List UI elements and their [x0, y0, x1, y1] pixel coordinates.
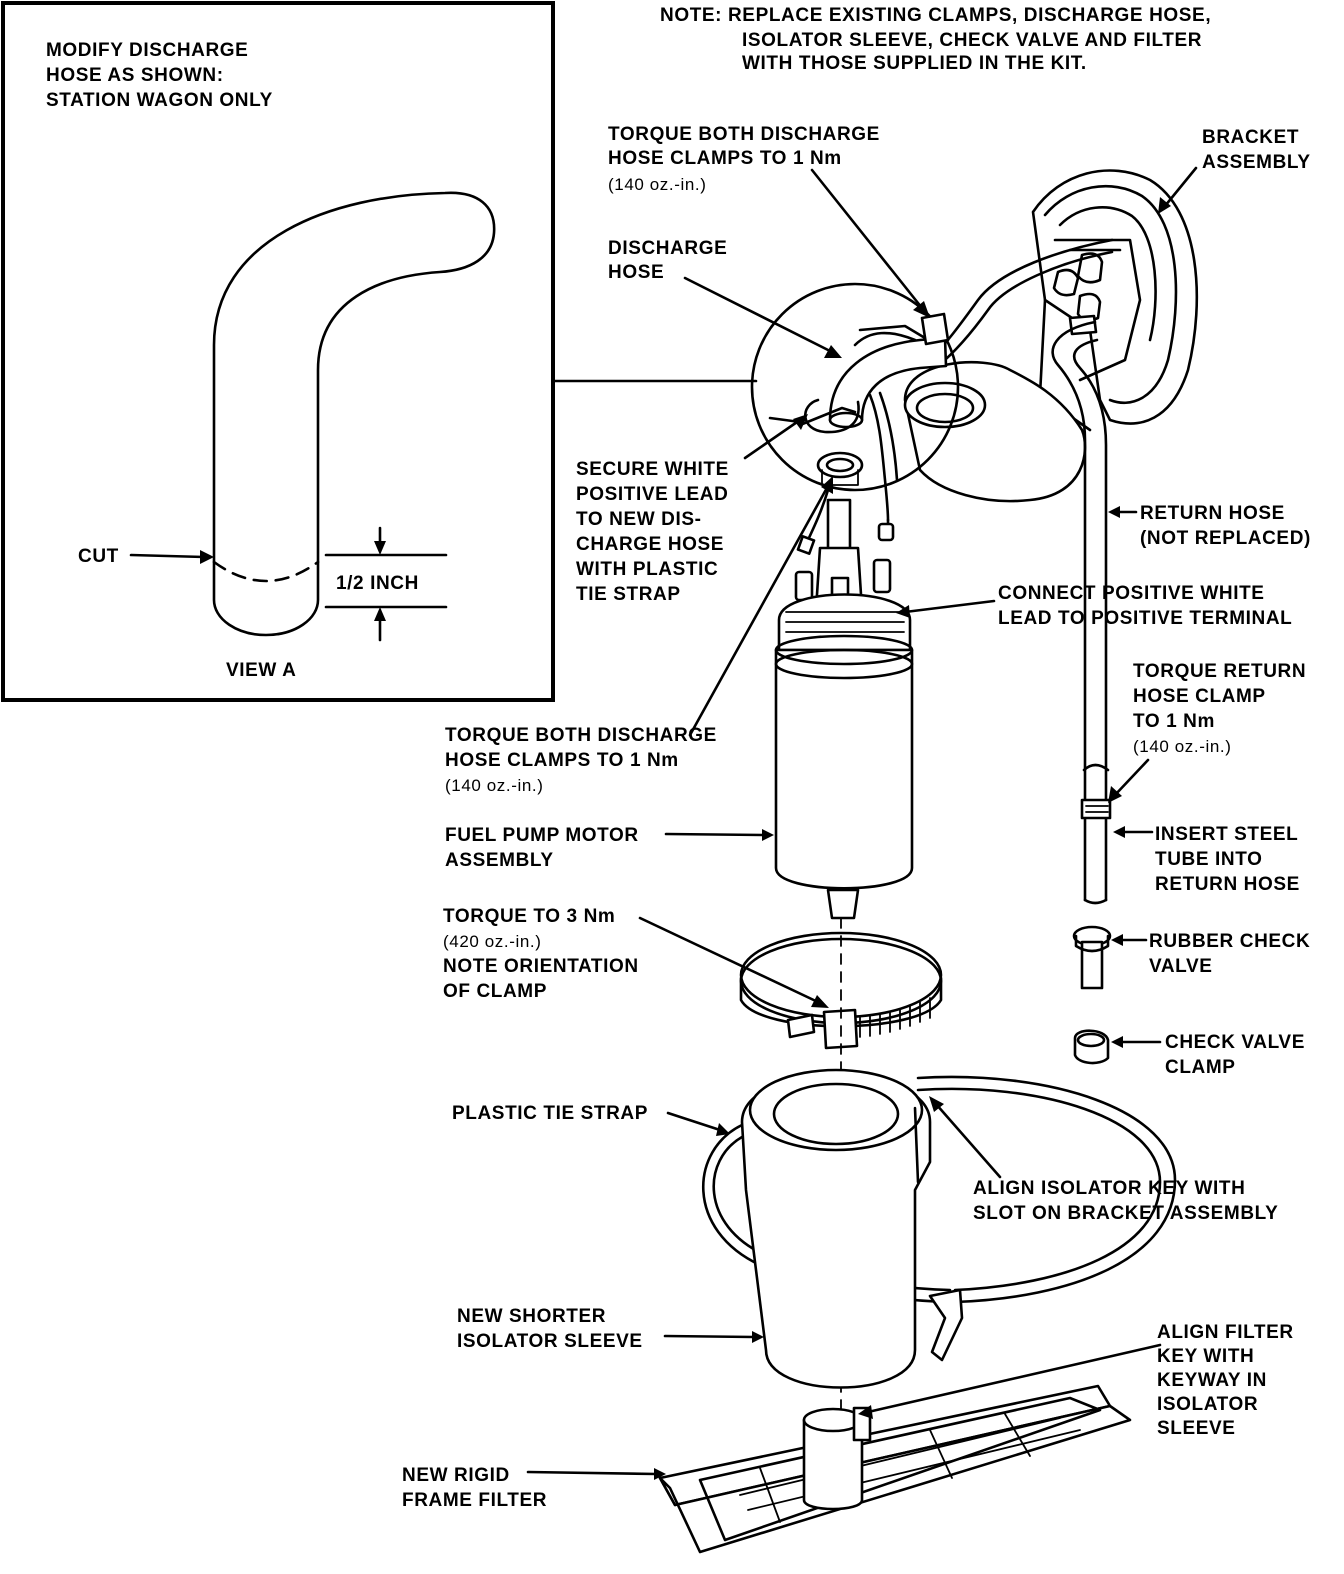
label-torque-mid-2: HOSE CLAMPS TO 1 Nm [445, 750, 679, 771]
bracket-assembly [903, 169, 1199, 503]
label-return-hose-2: (NOT REPLACED) [1140, 528, 1311, 549]
magnified-detail-circle [750, 282, 960, 522]
label-fuel-pump-1: FUEL PUMP MOTOR [445, 825, 639, 846]
view-a-dimension-label: 1/2 INCH [336, 573, 419, 594]
label-shorter-sleeve-1: NEW SHORTER [457, 1306, 606, 1327]
label-torque-3nm-2: (420 oz.-in.) [443, 932, 542, 951]
view-a-cut-line [212, 560, 320, 583]
label-insert-steel-2: TUBE INTO [1155, 849, 1262, 870]
label-connect-lead-2: LEAD TO POSITIVE TERMINAL [998, 608, 1292, 629]
label-bracket-2: ASSEMBLY [1202, 152, 1311, 173]
label-torque-top-1: TORQUE BOTH DISCHARGE [608, 124, 880, 145]
view-a-frame [1, 1, 555, 702]
label-torque-mid-3: (140 oz.-in.) [445, 776, 544, 795]
label-align-filter-3: KEYWAY IN [1157, 1370, 1267, 1391]
label-align-filter-1: ALIGN FILTER [1157, 1322, 1294, 1343]
label-secure-lead-5: WITH PLASTIC [576, 559, 718, 580]
label-bracket-1: BRACKET [1202, 127, 1299, 148]
label-secure-lead-4: CHARGE HOSE [576, 534, 724, 555]
label-discharge-hose-2: HOSE [608, 262, 664, 283]
label-align-filter-4: ISOLATOR [1157, 1394, 1258, 1415]
view-a-heading-line-2: HOSE AS SHOWN: [46, 65, 224, 86]
frame-filter [658, 1384, 1132, 1554]
label-tie-strap: PLASTIC TIE STRAP [452, 1103, 648, 1124]
label-secure-lead-2: POSITIVE LEAD [576, 484, 728, 505]
label-torque-return-3: TO 1 Nm [1133, 711, 1215, 732]
view-a-inset: MODIFY DISCHARGE HOSE AS SHOWN: STATION … [1, 1, 555, 702]
label-torque-mid-1: TORQUE BOTH DISCHARGE [445, 725, 717, 746]
label-discharge-hose-1: DISCHARGE [608, 238, 727, 259]
label-fuel-pump-2: ASSEMBLY [445, 850, 554, 871]
cut-arrow [129, 553, 206, 559]
label-torque-top-3: (140 oz.-in.) [608, 175, 707, 194]
label-torque-return-2: HOSE CLAMP [1133, 686, 1266, 707]
label-torque-3nm-3: NOTE ORIENTATION [443, 956, 639, 977]
label-align-isolator-2: SLOT ON BRACKET ASSEMBLY [973, 1203, 1278, 1224]
label-align-isolator-1: ALIGN ISOLATOR KEY WITH [973, 1178, 1245, 1199]
label-align-filter-5: SLEEVE [1157, 1418, 1236, 1439]
label-rubber-check-1: RUBBER CHECK [1149, 931, 1310, 952]
return-hose [1051, 320, 1112, 905]
label-secure-lead-6: TIE STRAP [576, 584, 681, 605]
view-a-cut-label: CUT [78, 546, 119, 567]
fuel-pump-motor [774, 498, 914, 920]
rubber-check-valve [1072, 925, 1112, 990]
label-torque-3nm-1: TORQUE TO 3 Nm [443, 906, 615, 927]
label-insert-steel-3: RETURN HOSE [1155, 874, 1300, 895]
label-torque-return-1: TORQUE RETURN [1133, 661, 1306, 682]
label-shorter-sleeve-2: ISOLATOR SLEEVE [457, 1331, 643, 1352]
label-secure-lead-1: SECURE WHITE [576, 459, 729, 480]
label-rigid-filter-1: NEW RIGID [402, 1465, 510, 1486]
label-insert-steel-1: INSERT STEEL [1155, 824, 1298, 845]
note-line-3: WITH THOSE SUPPLIED IN THE KIT. [742, 53, 1087, 74]
view-a-caption: VIEW A [226, 660, 296, 681]
label-secure-lead-3: TO NEW DIS- [576, 509, 702, 530]
label-return-hose-1: RETURN HOSE [1140, 503, 1285, 524]
label-align-filter-2: KEY WITH [1157, 1346, 1254, 1367]
label-check-clamp-2: CLAMP [1165, 1057, 1236, 1078]
label-torque-top-2: HOSE CLAMPS TO 1 Nm [608, 148, 842, 169]
label-torque-3nm-4: OF CLAMP [443, 981, 547, 1002]
label-rigid-filter-2: FRAME FILTER [402, 1490, 547, 1511]
view-a-discharge-hose [212, 191, 496, 637]
label-connect-lead-1: CONNECT POSITIVE WHITE [998, 583, 1265, 604]
label-rubber-check-2: VALVE [1149, 956, 1213, 977]
note-line-2: ISOLATOR SLEEVE, CHECK VALVE AND FILTER [742, 30, 1202, 51]
view-a-heading-line-1: MODIFY DISCHARGE [46, 40, 248, 61]
label-torque-return-4: (140 oz.-in.) [1133, 737, 1232, 756]
check-valve-clamp [1073, 1029, 1110, 1065]
label-check-clamp-1: CHECK VALVE [1165, 1032, 1305, 1053]
view-a-heading-line-3: STATION WAGON ONLY [46, 90, 273, 111]
leader-lines [526, 166, 1198, 1480]
note-line-1: NOTE: REPLACE EXISTING CLAMPS, DISCHARGE… [660, 5, 1211, 26]
isolator-sleeve [740, 1068, 932, 1389]
